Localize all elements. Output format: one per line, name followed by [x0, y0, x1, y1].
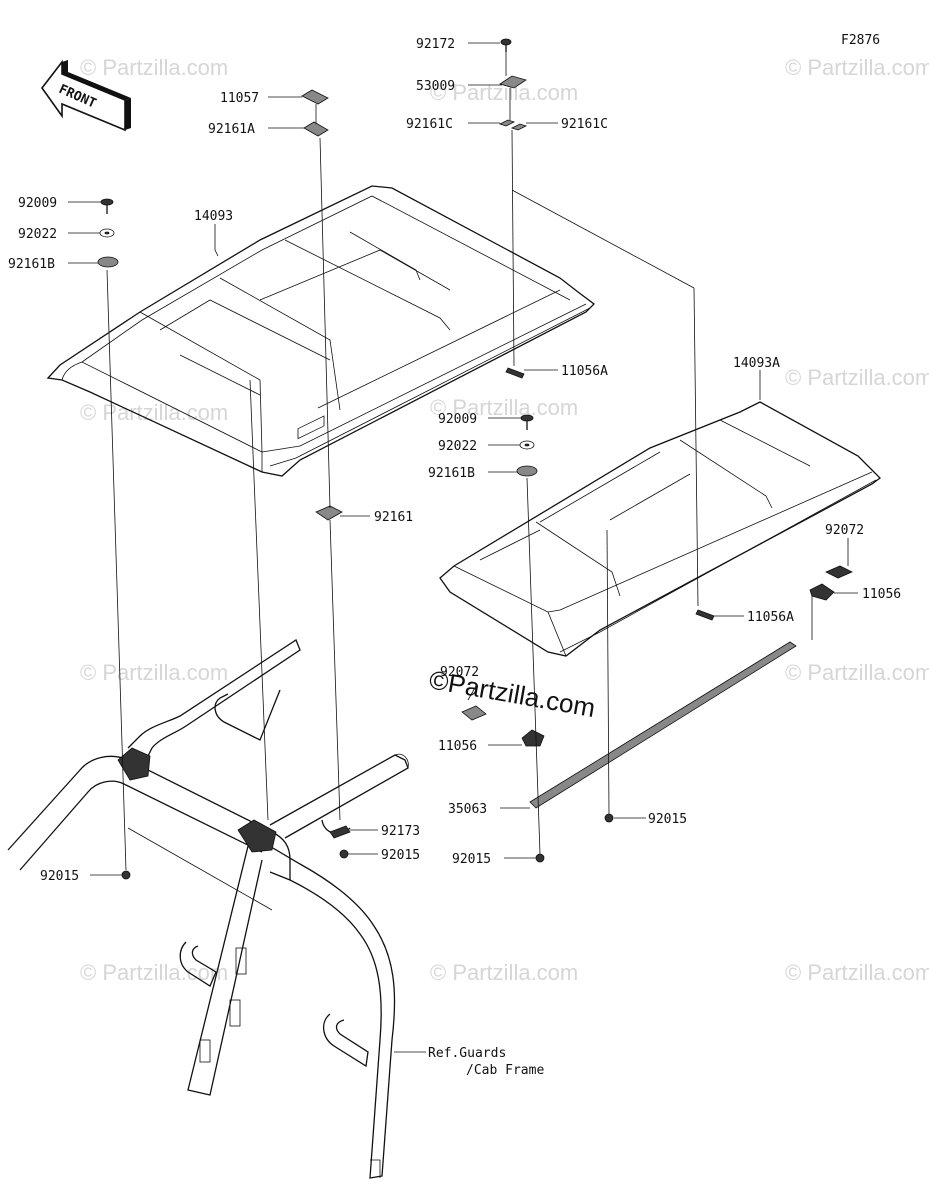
- ref-label: /Cab Frame: [466, 1063, 544, 1078]
- part-label: 92009: [18, 196, 57, 211]
- part-label: 35063: [448, 802, 487, 817]
- part-label: 11057: [220, 91, 259, 106]
- watermark: © Partzilla.com: [785, 960, 929, 985]
- ref-label: Ref.Guards: [428, 1046, 506, 1061]
- watermark: © Partzilla.com: [785, 55, 929, 80]
- part-label: 92172: [416, 37, 455, 52]
- watermark: © Partzilla.com: [785, 660, 929, 685]
- roof-front-14093: [46, 185, 595, 477]
- part-label: 92161: [374, 510, 413, 525]
- part-label: 92015: [40, 869, 79, 884]
- part-label: 92015: [648, 812, 687, 827]
- watermark: © Partzilla.com: [430, 395, 578, 420]
- part-label: 14093: [194, 209, 233, 224]
- roof-rear-14093A: [439, 401, 881, 657]
- small-parts: [97, 38, 853, 880]
- part-label: 92009: [438, 412, 477, 427]
- part-label: 92161C: [561, 117, 608, 132]
- part-label: 92015: [381, 848, 420, 863]
- cab-frame: [7, 639, 409, 1179]
- watermark: © Partzilla.com: [430, 960, 578, 985]
- part-label: 92161C: [406, 117, 453, 132]
- watermark: © Partzilla.com: [785, 365, 929, 390]
- part-label: 92173: [381, 824, 420, 839]
- part-label: 53009: [416, 79, 455, 94]
- leader-lines: [68, 42, 858, 1053]
- assembly-lines: [106, 52, 813, 911]
- part-labels: 92172 53009 92161C 92161C 11057 92161A 9…: [8, 37, 901, 1078]
- figure-code: F2876: [841, 33, 880, 48]
- part-label: 14093A: [733, 356, 780, 371]
- watermark: © Partzilla.com: [80, 55, 228, 80]
- front-arrow-icon: FRONT: [41, 59, 131, 132]
- part-label: 92072: [825, 523, 864, 538]
- part-label: 92161B: [8, 257, 55, 272]
- watermarks: © Partzilla.com © Partzilla.com © Partzi…: [80, 55, 929, 985]
- part-label: 11056: [862, 587, 901, 602]
- part-label: 11056: [438, 739, 477, 754]
- part-label: 92161A: [208, 122, 255, 137]
- watermark: © Partzilla.com: [80, 960, 228, 985]
- part-label: 92072: [440, 665, 479, 680]
- part-label: 92022: [438, 439, 477, 454]
- part-label: 11056A: [747, 610, 794, 625]
- watermark: © Partzilla.com: [80, 400, 228, 425]
- watermark: © Partzilla.com: [80, 660, 228, 685]
- part-label: 92161B: [428, 466, 475, 481]
- part-label: 11056A: [561, 364, 608, 379]
- part-label: 92022: [18, 227, 57, 242]
- part-label: 92015: [452, 852, 491, 867]
